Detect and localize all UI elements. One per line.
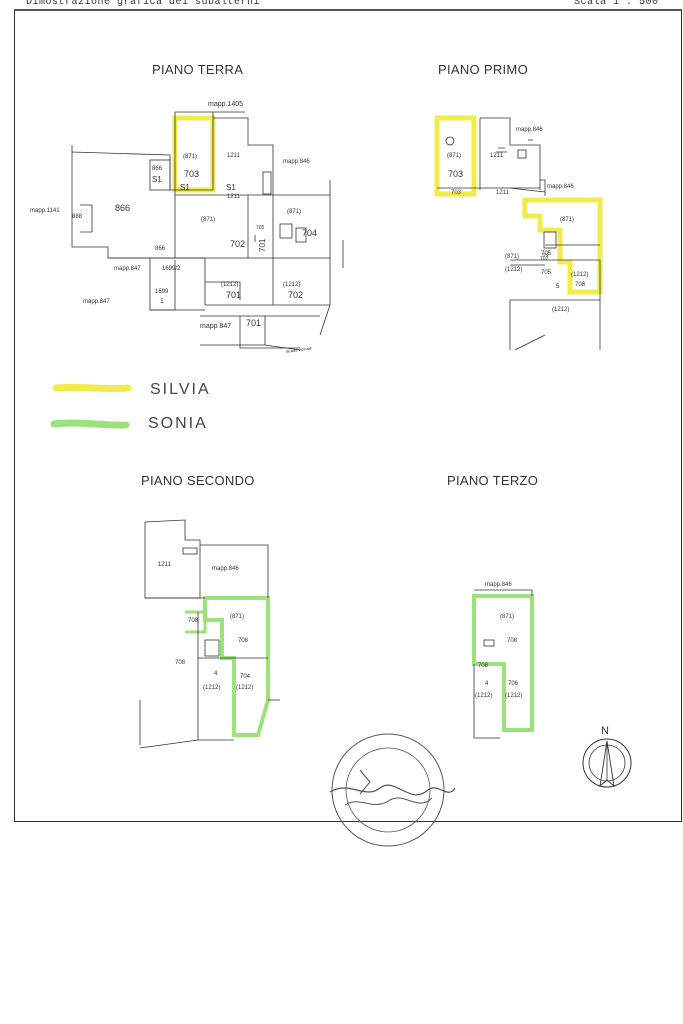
svg-text:(871): (871) xyxy=(500,614,514,620)
svg-text:1211: 1211 xyxy=(490,153,504,159)
svg-text:(871): (871) xyxy=(183,154,197,160)
svg-text:708: 708 xyxy=(188,618,199,624)
svg-text:701: 701 xyxy=(226,290,241,300)
svg-text:(871): (871) xyxy=(287,209,301,215)
svg-text:703: 703 xyxy=(451,190,462,196)
svg-text:866: 866 xyxy=(152,166,163,172)
drawing-frame xyxy=(14,10,682,822)
svg-text:1211: 1211 xyxy=(227,153,241,159)
svg-text:(871): (871) xyxy=(201,217,215,223)
svg-text:mapp.846: mapp.846 xyxy=(212,566,239,572)
labels-piano-primo: mapp.846 mapp.846 (871) 703 1211 703 121… xyxy=(447,127,588,313)
legend: SILVIA SONIA xyxy=(50,381,211,432)
svg-text:866: 866 xyxy=(155,246,166,252)
svg-text:708: 708 xyxy=(575,282,586,288)
svg-text:1: 1 xyxy=(160,298,164,305)
svg-text:(1212): (1212) xyxy=(475,693,492,699)
svg-text:mapp.1405: mapp.1405 xyxy=(208,101,243,108)
svg-text:mapp.846: mapp.846 xyxy=(547,184,574,190)
header-rule xyxy=(14,9,682,10)
svg-text:4: 4 xyxy=(214,671,218,677)
svg-text:701: 701 xyxy=(258,238,267,252)
svg-text:Strada vicinale: Strada vicinale xyxy=(285,345,312,354)
svg-text:708: 708 xyxy=(478,663,489,669)
svg-text:mapp.846: mapp.846 xyxy=(485,582,512,588)
legend-label-sonia: SONIA xyxy=(148,415,208,432)
svg-text:1699/2: 1699/2 xyxy=(162,266,181,272)
document-title: Dimostrazione grafica dei subalterni xyxy=(26,0,261,8)
highlight-silvia-primo-b xyxy=(522,197,603,295)
svg-text:1211: 1211 xyxy=(227,194,241,200)
svg-text:mapp 847: mapp 847 xyxy=(200,323,231,330)
plan-piano-primo xyxy=(434,115,603,351)
svg-text:(1212): (1212) xyxy=(552,307,569,313)
title-piano-terra: PIANO TERRA xyxy=(152,62,244,77)
svg-text:708: 708 xyxy=(175,660,186,666)
svg-text:(1212): (1212) xyxy=(283,282,300,288)
plan-piano-secondo xyxy=(139,519,280,749)
svg-text:S1: S1 xyxy=(180,183,190,192)
svg-text:(871): (871) xyxy=(505,254,519,260)
svg-text:866: 866 xyxy=(115,203,130,213)
svg-text:(1212): (1212) xyxy=(505,693,522,699)
professional-stamp xyxy=(329,733,456,847)
svg-text:(1212): (1212) xyxy=(203,685,220,691)
north-compass: N xyxy=(582,725,632,788)
svg-text:706: 706 xyxy=(508,681,519,687)
scale-label: Scala 1 : 500 xyxy=(574,0,659,8)
svg-text:1211: 1211 xyxy=(496,190,510,196)
labels-piano-secondo: 1211 mapp.846 (871) 708 708 708 4 704 (1… xyxy=(158,562,253,691)
svg-text:1211: 1211 xyxy=(158,562,172,568)
svg-text:703: 703 xyxy=(184,169,199,179)
title-piano-secondo: PIANO SECONDO xyxy=(141,473,255,488)
title-piano-terzo: PIANO TERZO xyxy=(447,473,539,488)
svg-text:708: 708 xyxy=(238,638,249,644)
svg-text:702: 702 xyxy=(230,239,245,249)
north-label: N xyxy=(601,725,609,737)
svg-text:701: 701 xyxy=(246,318,261,328)
legend-label-silvia: SILVIA xyxy=(150,381,211,398)
svg-text:4: 4 xyxy=(485,681,489,687)
svg-text:mapp.1141: mapp.1141 xyxy=(30,208,60,214)
svg-text:(1212): (1212) xyxy=(221,282,238,288)
svg-text:S1: S1 xyxy=(226,183,236,192)
svg-text:mapp.847: mapp.847 xyxy=(114,266,141,272)
svg-text:5: 5 xyxy=(556,284,560,290)
svg-text:(871): (871) xyxy=(230,614,244,620)
svg-text:702: 702 xyxy=(540,256,549,262)
svg-text:702: 702 xyxy=(288,290,303,300)
svg-text:708: 708 xyxy=(507,638,518,644)
svg-text:S1: S1 xyxy=(152,175,162,184)
highlight-silvia-primo-a xyxy=(434,115,477,197)
labels-piano-terra: mapp.1405 mapp.1141 mapp.846 mapp.847 ma… xyxy=(30,101,317,354)
highlight-sonia-secondo xyxy=(203,596,270,737)
labels-piano-terzo: mapp.846 (871) 708 708 4 706 (1212) (121… xyxy=(475,582,522,699)
svg-text:(871): (871) xyxy=(560,217,574,223)
legend-swatch-silvia xyxy=(52,383,132,393)
svg-text:1699: 1699 xyxy=(155,289,169,295)
svg-text:mapp.847: mapp.847 xyxy=(83,299,110,305)
plan-piano-terra xyxy=(71,111,344,351)
svg-text:703: 703 xyxy=(448,169,463,179)
svg-text:705: 705 xyxy=(541,270,552,276)
svg-text:888: 888 xyxy=(72,214,83,220)
svg-text:705: 705 xyxy=(256,225,265,231)
svg-text:mapp.846: mapp.846 xyxy=(516,127,543,133)
svg-text:701: 701 xyxy=(542,252,549,257)
svg-text:705: 705 xyxy=(541,251,552,257)
plan-piano-terzo xyxy=(472,589,534,739)
svg-text:(1212): (1212) xyxy=(571,272,588,278)
title-piano-primo: PIANO PRIMO xyxy=(438,62,528,77)
svg-text:mapp.846: mapp.846 xyxy=(283,159,310,165)
svg-text:(1212): (1212) xyxy=(505,267,522,273)
legend-swatch-sonia xyxy=(50,419,130,429)
svg-text:(871): (871) xyxy=(447,153,461,159)
svg-text:(1212): (1212) xyxy=(236,685,253,691)
svg-text:704: 704 xyxy=(302,228,317,238)
svg-text:704: 704 xyxy=(240,674,251,680)
